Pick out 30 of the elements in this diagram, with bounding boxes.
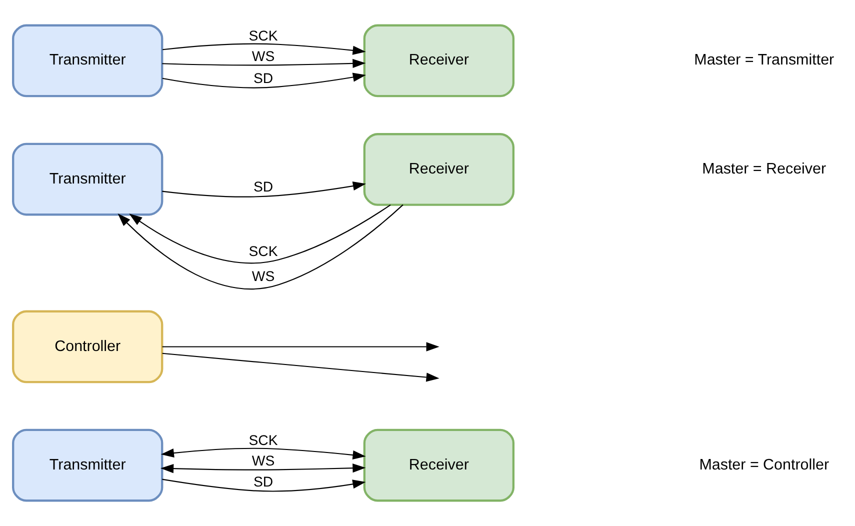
- edge-label: SCK: [248, 432, 278, 448]
- arrow: [129, 204, 391, 264]
- node-box: Transmitter: [12, 428, 164, 502]
- edge-label: SCK: [248, 27, 278, 44]
- label: Master = Transmitter: [694, 52, 834, 69]
- arrow: [162, 352, 440, 382]
- edge-label: WS: [252, 48, 275, 64]
- arrow: [160, 463, 366, 474]
- edge-label: WS: [252, 452, 275, 469]
- arrow: [162, 342, 440, 352]
- arrow: [162, 478, 366, 492]
- node-box: Receiver: [363, 24, 515, 98]
- label: Master = Controller: [699, 456, 830, 474]
- edge-label: WS: [252, 268, 275, 284]
- node-box: Transmitter: [12, 24, 164, 98]
- edge-label: SD: [253, 473, 274, 490]
- arrow: [118, 204, 404, 290]
- arrow: [162, 43, 366, 55]
- edge-label: SD: [253, 178, 274, 195]
- arrow: [162, 181, 366, 198]
- label: Master = Receiver: [702, 160, 826, 178]
- node-box: Receiver: [363, 133, 515, 206]
- arrow: [160, 448, 366, 460]
- arrow: [162, 72, 366, 88]
- node-box: Controller: [12, 310, 164, 384]
- node-box: Receiver: [363, 428, 515, 502]
- edge-label: SCK: [248, 242, 278, 259]
- edge-label: SD: [253, 70, 274, 86]
- arrow: [162, 58, 366, 68]
- node-box: Transmitter: [12, 142, 164, 216]
